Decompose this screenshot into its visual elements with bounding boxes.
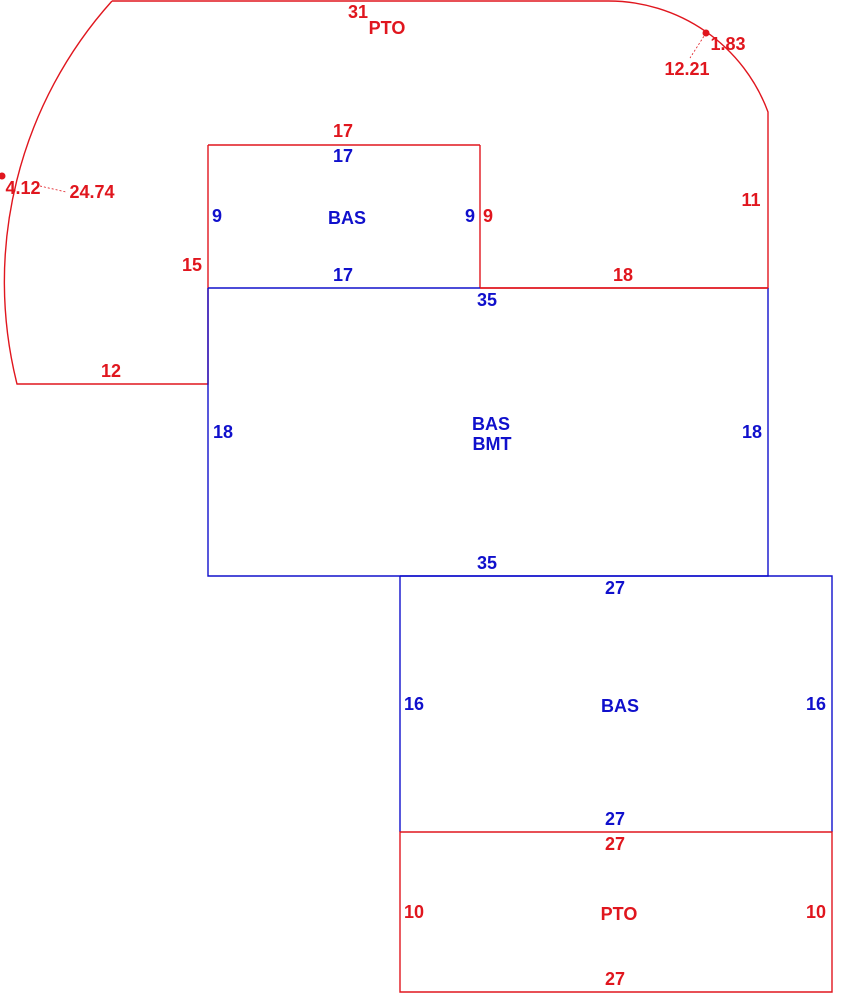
pto-bottom-outline <box>399 831 833 993</box>
pto-bottom-dim-left: 10 <box>404 902 424 922</box>
pto-bottom-dim-bottom: 27 <box>605 969 625 989</box>
pto-bottom-dim-top: 27 <box>605 834 625 854</box>
pto-top-dim-right: 11 <box>741 190 760 210</box>
pto-top-dim-upper: 17 <box>333 121 353 141</box>
bas-bmt-dim-bottom: 35 <box>477 553 497 573</box>
bas-bmt-dim-left: 18 <box>213 422 233 442</box>
arc-leader-left <box>39 185 67 193</box>
pto-top-dim-inner-right: 9 <box>483 206 493 226</box>
bas-bmt-dim-top: 35 <box>477 290 497 310</box>
bas-lower-outline <box>399 575 833 832</box>
bas-small-name: BAS <box>328 208 366 228</box>
arc-marker-left <box>0 172 6 180</box>
pto-top-outline <box>3 0 769 385</box>
pto-top-name: PTO <box>369 18 406 38</box>
bas-bmt-dim-right: 18 <box>742 422 762 442</box>
pto-top-dim-bottom-left: 12 <box>101 361 121 381</box>
pto-top-dim-left-inner: 15 <box>182 255 202 275</box>
bas-lower-dim-right: 16 <box>806 694 826 714</box>
pto-bottom-dim-right: 10 <box>806 902 826 922</box>
bas-lower-dim-top: 27 <box>605 578 625 598</box>
arc-leader-right <box>689 32 707 59</box>
pto-top-dim-arc-right-b: 12.21 <box>664 59 709 79</box>
bas-small-dim-right: 9 <box>465 206 475 226</box>
pto-top-dim-arc-left-b: 24.74 <box>69 182 114 202</box>
pto-top-dim-top: 31 <box>348 2 368 22</box>
bas-bmt-name-line1: BAS <box>472 414 510 434</box>
pto-top-dim-arc-right-a: 1.83 <box>710 34 745 54</box>
bas-lower-name: BAS <box>601 696 639 716</box>
bas-lower-dim-bottom: 27 <box>605 809 625 829</box>
bas-bmt-name-line2: BMT <box>473 434 512 454</box>
bas-small-dim-left: 9 <box>212 206 222 226</box>
pto-bottom-name: PTO <box>601 904 638 924</box>
bas-lower-dim-left: 16 <box>404 694 424 714</box>
pto-top-dim-bottom-right: 18 <box>613 265 633 285</box>
bas-small-dim-top: 17 <box>333 146 353 166</box>
pto-top-dim-arc-left-a: 4.12 <box>5 178 40 198</box>
bas-small-dim-bottom: 17 <box>333 265 353 285</box>
